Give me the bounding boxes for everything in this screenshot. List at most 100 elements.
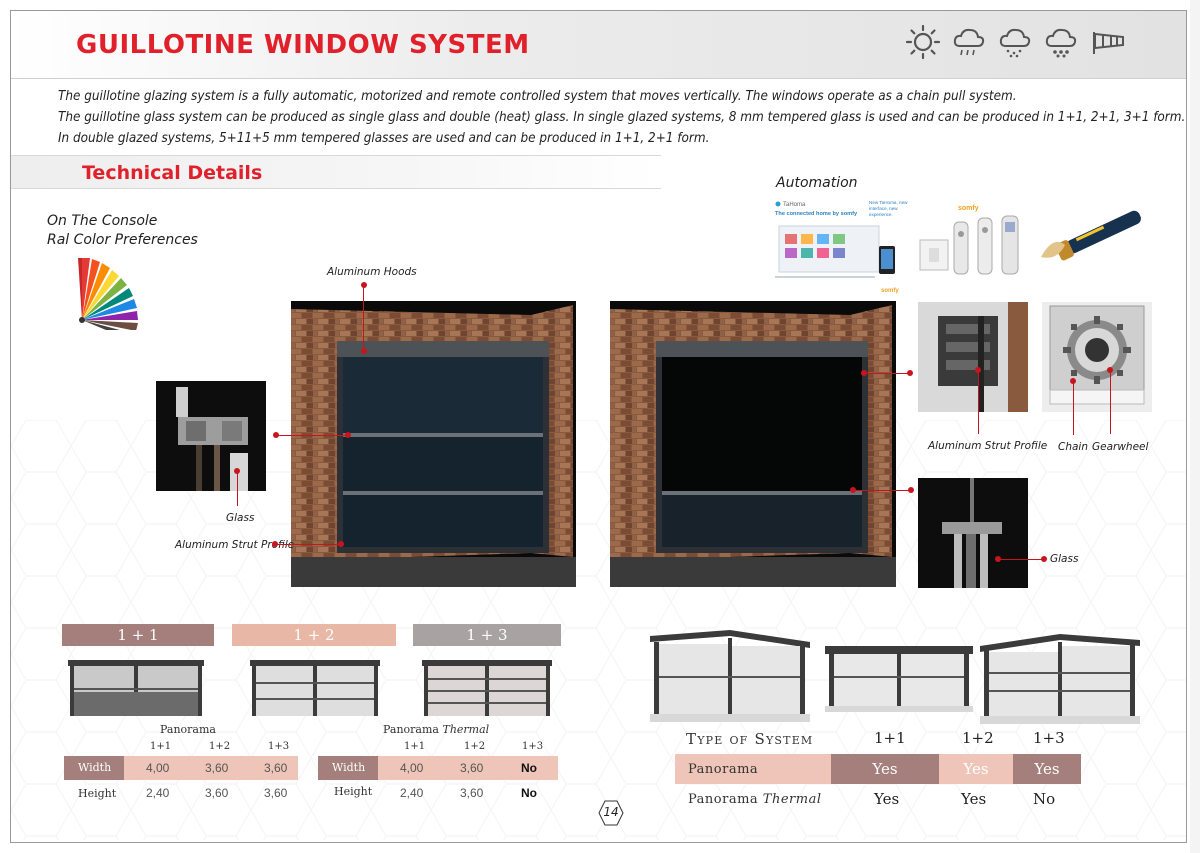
pergola-large-1-image (650, 630, 810, 722)
panorama-col-head: 1+1 (150, 741, 172, 752)
panorama-width-cell: 3,60 (205, 761, 229, 775)
glass-profile-detail-image (156, 381, 266, 491)
callout-dot (1107, 367, 1113, 373)
motor-illustration (1041, 210, 1141, 261)
system-table-heading: Type of System (686, 730, 813, 748)
variant-tab-1-1: 1 + 1 (62, 624, 214, 646)
callout-line (978, 370, 979, 434)
callout-line (276, 435, 348, 436)
system-panorama-label: Panorama (688, 762, 759, 777)
remotes-illustration: somfy (919, 205, 1019, 275)
aluminum-hoods-label: Aluminum Hoods (327, 266, 417, 278)
chain-label: Chain (1058, 441, 1088, 453)
console-label-line: On The Console (47, 213, 158, 229)
tahoma-app-illustration: TaHoma The connected home by somfy New T… (775, 200, 908, 294)
page-border-bottom (10, 842, 1186, 843)
system-thermal-label: Panorama Thermal (688, 792, 821, 807)
guillotine-render-left (291, 301, 576, 587)
tubular-motor-image (1035, 205, 1147, 271)
system-panorama-cell: Yes (1013, 754, 1081, 784)
intro-line: In double glazed systems, 5+11+5 mm temp… (58, 131, 710, 146)
panorama-width-label: Width (64, 756, 124, 780)
system-table-heading-text: Type of System (686, 730, 814, 748)
callout-line (1110, 370, 1111, 434)
section-title: Technical Details (82, 162, 263, 184)
thermal-caption-suffix: Thermal (442, 723, 490, 736)
gearwheel-label: Gearwheel (1092, 441, 1149, 453)
hail-cloud-icon (1045, 28, 1077, 58)
callout-line (853, 490, 911, 491)
callout-line (998, 559, 1044, 560)
panorama-col-head: 1+3 (268, 741, 290, 752)
gearwheel-illustration (1042, 302, 1152, 412)
thermal-height-cell: 2,40 (400, 786, 424, 800)
thermal-col-head: 1+2 (464, 741, 486, 752)
system-panorama-cell: Yes (831, 754, 939, 784)
page-title: GUILLOTINE WINDOW SYSTEM (76, 30, 530, 60)
callout-line (1073, 381, 1074, 435)
page-number: 14 (603, 805, 619, 819)
thermal-height-cell: 3,60 (460, 786, 484, 800)
automation-label: Automation (776, 175, 858, 191)
system-thermal-label-suffix: Thermal (762, 792, 822, 807)
panorama-height-cell: 3,60 (205, 786, 229, 800)
tahoma-tagline-text: The connected home by somfy (775, 211, 858, 217)
thermal-width-cell: No (521, 761, 537, 775)
tahoma-brand-text: TaHoma (783, 202, 806, 208)
callout-line (275, 544, 341, 545)
pergola-large-3-image (980, 634, 1140, 724)
callout-line (237, 470, 238, 506)
thermal-width-label: Width (318, 756, 378, 780)
system-thermal-label-text: Panorama (688, 792, 759, 807)
hexagon-icon (598, 800, 624, 826)
thermal-width-cell: 3,60 (460, 761, 484, 775)
console-label-line: Ral Color Preferences (47, 232, 198, 248)
system-col-head: 1+2 (962, 729, 994, 747)
pergola-large-2-image (825, 646, 973, 712)
callout-dot (338, 541, 344, 547)
thermal-col-head: 1+3 (522, 741, 544, 752)
ral-color-fan-image (78, 258, 138, 330)
callout-dot (1070, 378, 1076, 384)
callout-dot (907, 370, 913, 376)
tahoma-app-image: TaHoma The connected home by somfy New T… (775, 198, 913, 296)
glass-detail-image (918, 478, 1028, 588)
console-label: On The Console Ral Color Preferences (47, 212, 198, 250)
page-border-left (10, 10, 11, 843)
windsock-icon (1093, 32, 1124, 54)
panorama-col-head: 1+2 (209, 741, 231, 752)
glass-label-right: Glass (1050, 553, 1079, 565)
thermal-width-cell: 4,00 (400, 761, 424, 775)
gearwheel-detail-image (1042, 302, 1152, 412)
rain-cloud-icon (953, 28, 985, 56)
strut-profile-label-left: Aluminum Strut Profile (175, 539, 295, 551)
somfy-logo: somfy (958, 205, 979, 212)
tahoma-side-text: New TaHoma, new interface, new experienc… (869, 200, 908, 217)
section-band (11, 155, 661, 189)
panorama-width-cell: 3,60 (264, 761, 288, 775)
thermal-table-caption: Panorama Thermal (383, 723, 489, 736)
render-left-illustration (291, 301, 576, 587)
thermal-height-label: Height (334, 785, 373, 798)
strut-detail-illustration (918, 302, 1028, 412)
callout-dot (234, 468, 240, 474)
panorama-height-cell: 2,40 (146, 786, 170, 800)
strut-profile-detail-image (918, 302, 1028, 412)
intro-line: The guillotine glass system can be produ… (58, 110, 1186, 125)
remote-controls-image: somfy (918, 200, 1028, 292)
system-thermal-cell: Yes (961, 790, 987, 808)
sun-icon (905, 24, 941, 60)
intro-text: The guillotine glazing system is a fully… (58, 86, 1186, 149)
panorama-height-label: Height (78, 787, 117, 800)
guillotine-render-right (610, 301, 896, 587)
variant-tab-1-2: 1 + 2 (232, 624, 396, 646)
pergola-1-1-image (68, 660, 204, 716)
panorama-height-cell: 3,60 (264, 786, 288, 800)
somfy-logo-small: somfy (881, 288, 899, 294)
system-panorama-cell: Yes (941, 754, 1011, 784)
panorama-width-cell: 4,00 (146, 761, 170, 775)
panorama-table-caption: Panorama (160, 723, 216, 736)
callout-dot (361, 348, 367, 354)
glass-label-left: Glass (226, 512, 255, 524)
pergola-1-3-image (422, 660, 552, 716)
